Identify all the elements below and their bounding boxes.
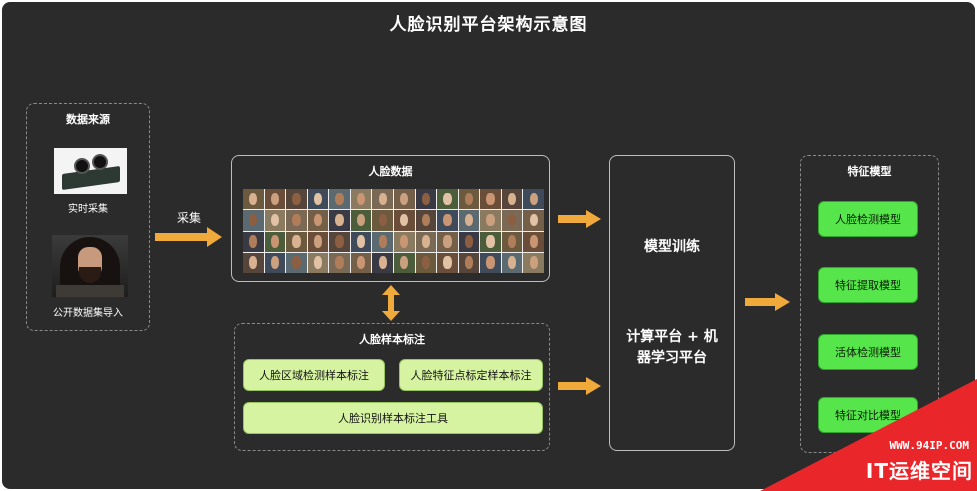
face-data-box bbox=[231, 155, 550, 282]
annotation-box bbox=[234, 323, 550, 451]
face-thumbnail bbox=[458, 189, 480, 210]
face-thumbnail bbox=[329, 252, 350, 273]
face-thumbnail bbox=[350, 231, 372, 252]
face-thumbnail bbox=[523, 252, 544, 273]
face-thumbnail bbox=[458, 231, 480, 252]
face-thumbnail bbox=[264, 189, 286, 210]
platform-line-1: 计算平台 + 机 bbox=[626, 329, 718, 345]
face-thumbnail bbox=[307, 252, 329, 273]
face-thumbnail bbox=[523, 210, 544, 231]
face-thumbnail bbox=[437, 252, 458, 273]
face-thumbnail bbox=[307, 210, 329, 231]
watermark-url: WWW.94IP.COM bbox=[889, 439, 969, 452]
face-thumbnail bbox=[480, 210, 501, 231]
face-thumbnail bbox=[243, 210, 264, 231]
face-thumbnail bbox=[501, 210, 523, 231]
face-thumbnail bbox=[286, 210, 307, 231]
face-thumbnail bbox=[480, 252, 501, 273]
face-thumbnail bbox=[437, 231, 458, 252]
bidirectional-arrow bbox=[382, 285, 400, 321]
face-thumbnail bbox=[286, 231, 307, 252]
camera-caption: 实时采集 bbox=[68, 204, 108, 215]
face-thumbnail bbox=[372, 252, 393, 273]
platform-line-2: 器学习平台 bbox=[637, 350, 707, 366]
face-thumbnail bbox=[243, 189, 264, 210]
face-thumbnail bbox=[307, 231, 329, 252]
face-thumbnail bbox=[415, 189, 437, 210]
face-thumbnail bbox=[393, 189, 415, 210]
face-thumbnail bbox=[329, 231, 350, 252]
face-thumbnail bbox=[501, 189, 523, 210]
feature-extraction-model-button[interactable]: 特征提取模型 bbox=[818, 267, 918, 303]
face-thumbnail bbox=[286, 252, 307, 273]
face-thumbnail bbox=[372, 189, 393, 210]
face-thumbnail bbox=[393, 252, 415, 273]
diagram-title: 人脸识别平台架构示意图 bbox=[389, 15, 588, 35]
face-thumbnail bbox=[350, 210, 372, 231]
face-thumbnail bbox=[415, 252, 437, 273]
face-thumbnail bbox=[501, 252, 523, 273]
face-thumbnail bbox=[523, 189, 544, 210]
collect-label: 采集 bbox=[176, 211, 201, 225]
face-thumbnail bbox=[415, 231, 437, 252]
annotation-tool-button[interactable]: 人脸识别样本标注工具 bbox=[243, 402, 543, 434]
face-thumbnail bbox=[501, 231, 523, 252]
data-source-box bbox=[26, 103, 150, 331]
dataset-caption: 公开数据集导入 bbox=[53, 308, 123, 319]
face-thumbnail bbox=[350, 252, 372, 273]
face-thumbnail bbox=[329, 210, 350, 231]
face-thumbnail bbox=[480, 189, 501, 210]
training-title: 模型训练 bbox=[644, 239, 700, 255]
training-box bbox=[609, 155, 735, 451]
face-detection-model-button[interactable]: 人脸检测模型 bbox=[818, 201, 918, 237]
face-thumbnail bbox=[264, 231, 286, 252]
feature-comparison-model-button[interactable]: 特征对比模型 bbox=[818, 397, 918, 433]
face-data-title: 人脸数据 bbox=[368, 165, 413, 178]
face-thumbnail bbox=[480, 231, 501, 252]
face-thumbnail bbox=[307, 189, 329, 210]
face-thumbnail bbox=[264, 210, 286, 231]
liveness-detection-model-button[interactable]: 活体检测模型 bbox=[818, 334, 918, 370]
face-thumbnail bbox=[393, 210, 415, 231]
dataset-portrait-image bbox=[52, 235, 128, 297]
region-annotation-button[interactable]: 人脸区域检测样本标注 bbox=[243, 359, 385, 391]
watermark-text: IT运维空间 bbox=[865, 459, 973, 483]
landmark-annotation-button[interactable]: 人脸特征点标定样本标注 bbox=[399, 359, 543, 391]
face-thumbnail bbox=[372, 210, 393, 231]
camera-image bbox=[54, 148, 127, 194]
face-thumbnail bbox=[437, 189, 458, 210]
annotation-title: 人脸样本标注 bbox=[359, 333, 425, 346]
collect-arrow bbox=[155, 227, 222, 247]
face-thumbnail bbox=[523, 231, 544, 252]
face-thumbnail bbox=[243, 252, 264, 273]
annotation-to-training-arrow bbox=[558, 377, 601, 395]
face-thumbnail bbox=[458, 252, 480, 273]
training-to-models-arrow bbox=[745, 293, 790, 311]
face-thumbnail bbox=[329, 189, 350, 210]
face-data-to-training-arrow bbox=[558, 210, 601, 228]
face-thumbnail bbox=[350, 189, 372, 210]
face-thumbnail-grid bbox=[243, 189, 544, 273]
face-thumbnail bbox=[286, 189, 307, 210]
face-thumbnail bbox=[372, 231, 393, 252]
data-source-title: 数据来源 bbox=[66, 113, 110, 126]
face-thumbnail bbox=[415, 210, 437, 231]
models-title: 特征模型 bbox=[847, 165, 892, 178]
face-thumbnail bbox=[458, 210, 480, 231]
face-thumbnail bbox=[243, 231, 264, 252]
face-thumbnail bbox=[437, 210, 458, 231]
face-thumbnail bbox=[264, 252, 286, 273]
face-thumbnail bbox=[393, 231, 415, 252]
